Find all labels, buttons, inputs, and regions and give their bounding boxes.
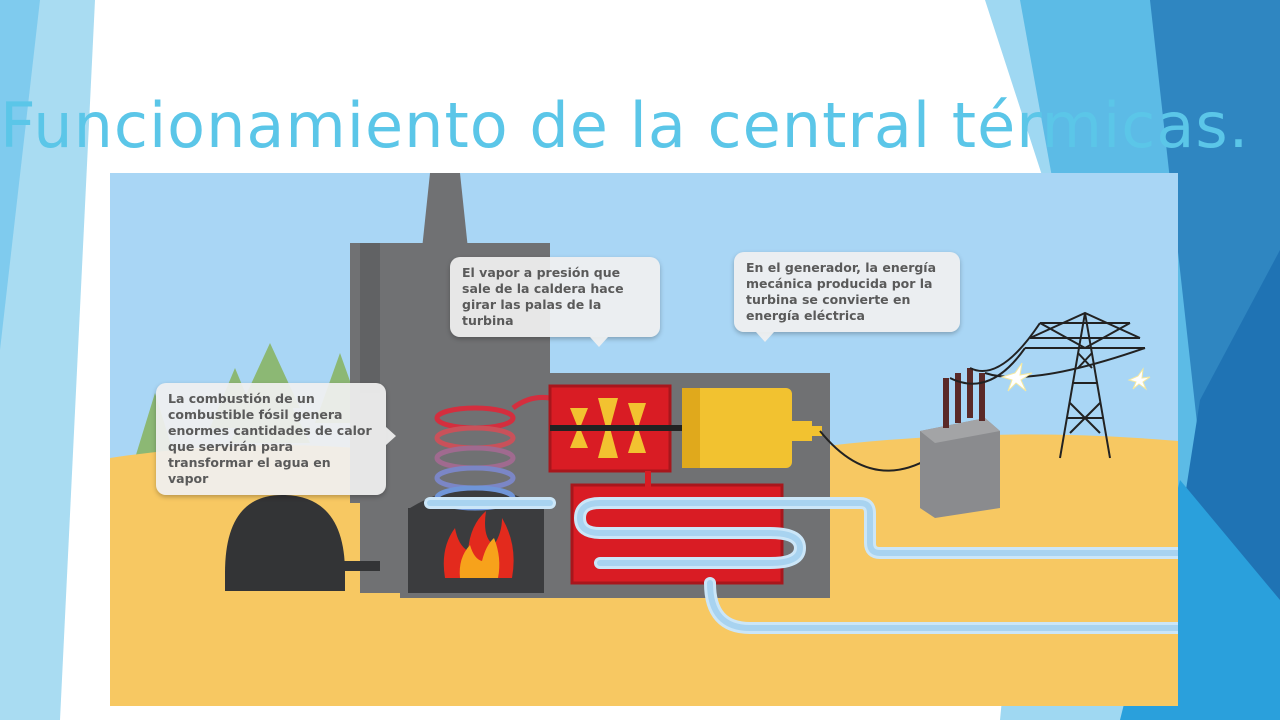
electricity-pylon-icon xyxy=(949,311,1146,459)
water-pipes-inner xyxy=(427,500,1178,631)
callout-turbine-text: El vapor a presión que sale de la calder… xyxy=(462,265,624,328)
transformer xyxy=(920,368,1000,518)
callout-boiler: La combustión de un combustible fósil ge… xyxy=(156,383,396,495)
callout-generator: En el generador, la energía mecánica pro… xyxy=(734,252,960,342)
fuel-storage-dome xyxy=(225,494,380,591)
thermal-plant-illustration: El vapor a presión que sale de la calder… xyxy=(110,173,1178,706)
boiler-coil xyxy=(434,395,551,511)
callout-turbine: El vapor a presión que sale de la calder… xyxy=(450,257,660,347)
callout-boiler-text: La combustión de un combustible fósil ge… xyxy=(168,391,372,486)
turbine xyxy=(548,384,685,473)
slide-title: Funcionamiento de la central térmicas. xyxy=(0,89,1250,162)
fire-icon xyxy=(443,511,514,578)
generator xyxy=(682,388,941,472)
spark-icon xyxy=(1000,362,1151,392)
callout-generator-text: En el generador, la energía mecánica pro… xyxy=(746,260,937,323)
